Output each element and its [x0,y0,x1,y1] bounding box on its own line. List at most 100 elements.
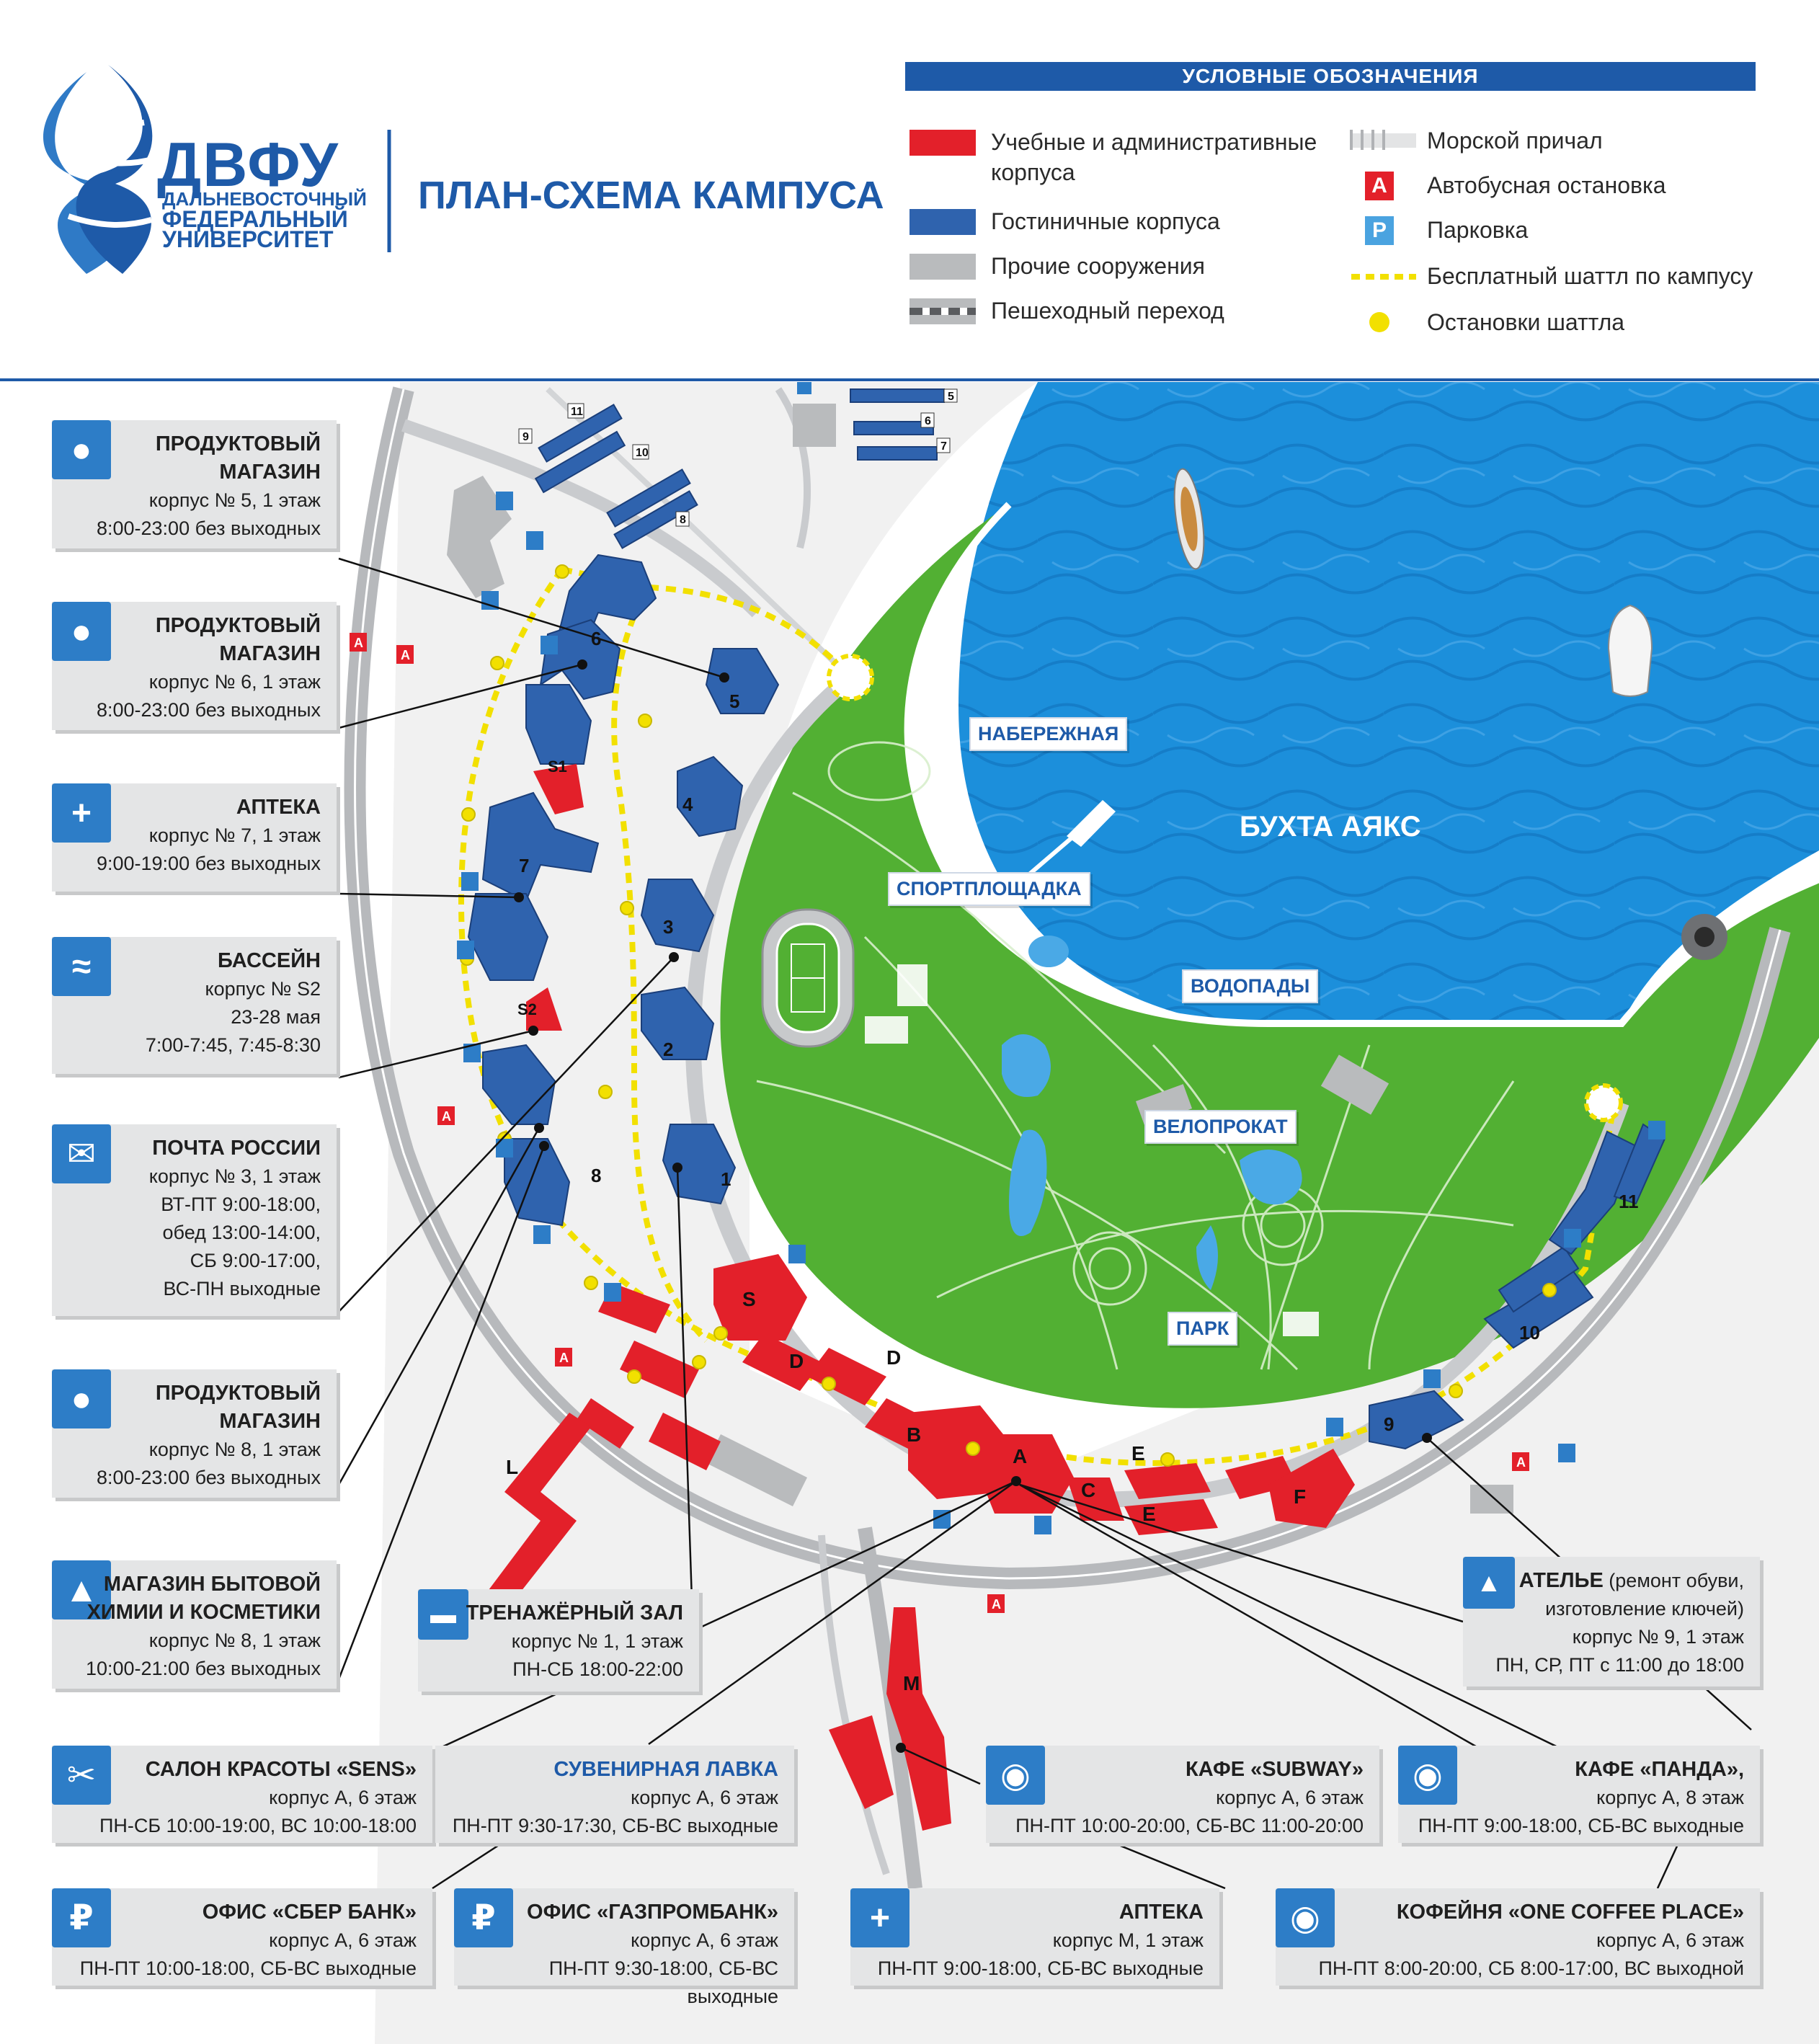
other-structure-2 [706,1434,807,1506]
info-hours: ПН-СБ 10:00-19:00, ВС 10:00-18:00 [99,1815,417,1836]
hotel-3 [640,879,715,953]
info-cafe-panda[interactable]: ◉ КАФЕ «ПАНДА», корпус А, 8 этаж ПН-ПТ 9… [1398,1746,1760,1843]
info-pool[interactable]: ≈ БАССЕЙН корпус № S2 23-28 мая 7:00-7:4… [52,937,337,1074]
svg-text:A: A [559,1351,569,1365]
svg-text:9: 9 [1384,1413,1394,1435]
legend-title: УСЛОВНЫЕ ОБОЗНАЧЕНИЯ [905,62,1756,91]
hotel-north-7 [857,446,938,461]
svg-text:E: E [1142,1503,1156,1525]
info-grocery-building-6[interactable]: ● ПРОДУКТОВЫЙ МАГАЗИН корпус № 6, 1 этаж… [52,602,337,730]
hotel-1 [662,1124,737,1205]
legend-bus-letter: A [1371,174,1387,197]
info-title-note: (ремонт обуви, [1603,1570,1744,1591]
hotel-7 [481,791,600,902]
svg-text:6: 6 [925,415,931,427]
info-office-sberbank[interactable]: ₽ ОФИС «СБЕР БАНК» корпус А, 6 этаж ПН-П… [52,1888,432,1986]
info-household-chemicals-shop[interactable]: ▲ МАГАЗИН БЫТОВОЙ ХИМИИ И КОСМЕТИКИ корп… [52,1560,337,1689]
svg-text:5: 5 [948,391,954,403]
info-post-office[interactable]: ✉ ПОЧТА РОССИИ корпус № 3, 1 этаж ВТ-ПТ … [52,1124,337,1316]
info-grocery-building-5[interactable]: ● ПРОДУКТОВЫЙ МАГАЗИН корпус № 5, 1 этаж… [52,420,337,548]
info-beauty-salon-sens[interactable]: ✂ САЛОН КРАСОТЫ «SENS» корпус А, 6 этаж … [52,1746,432,1843]
logo-abbr: ДВФУ [157,130,339,200]
svg-text:7: 7 [519,855,529,876]
label-sport: СПОРТПЛОЩАДКА [888,872,1090,906]
mail-icon: ✉ [52,1124,111,1183]
info-hours-saturday: СБ 9:00-17:00, [190,1250,321,1271]
info-hours: ПН-ПТ 9:00-18:00, СБ-ВС выходные [1418,1815,1744,1836]
svg-text:5: 5 [729,690,739,712]
logo-line-2: ФЕДЕРАЛЬНЫЙ [162,206,348,232]
info-title: ОФИС «ГАЗПРОМБАНК» [527,1901,778,1924]
svg-text:S1: S1 [548,757,567,776]
info-title-2: ХИМИИ И КОСМЕТИКИ [86,1601,321,1624]
plate-icon: ◉ [986,1746,1045,1805]
park-area [720,505,1819,1408]
info-location: корпус А, 6 этаж [631,1787,778,1808]
info-pharmacy-building-7[interactable]: + АПТЕКА корпус № 7, 1 этаж 9:00-19:00 б… [52,783,337,892]
building-D [742,1333,822,1391]
building-S2 [526,987,562,1031]
info-coffee-one-coffee-place[interactable]: ◉ КОФЕЙНЯ «ONE COFFEE PLACE» корпус А, 6… [1276,1888,1760,1986]
info-location: корпус № S2 [205,978,321,1000]
info-title-2: изготовление ключей) [1545,1598,1744,1619]
hotel-north-10 [606,468,691,528]
info-lunch: обед 13:00-14:00, [162,1222,321,1243]
info-title: ПРОДУКТОВЫЙ [155,432,321,456]
info-title: АПТЕКА [236,796,321,819]
legend-crossing-label: Пешеходный переход [991,298,1224,324]
info-title: СУВЕНИРНАЯ ЛАВКА [553,1758,778,1781]
info-dates: 23-28 мая [231,1006,321,1028]
info-pharmacy-building-m[interactable]: + АПТЕКА корпус М, 1 этаж ПН-ПТ 9:00-18:… [850,1888,1219,1986]
info-hours: ПН-ПТ 10:00-18:00, СБ-ВС выходные [79,1958,417,1979]
info-hours: 8:00-23:00 без выходных [96,699,321,721]
cross-icon: + [850,1888,909,1947]
bottles-icon: ▲ [1463,1557,1515,1609]
legend-edu-line2: корпуса [991,159,1075,185]
info-title: ПОЧТА РОССИИ [152,1137,321,1160]
info-location: корпус № 7, 1 этаж [148,825,321,846]
info-hours-weekdays: ВТ-ПТ 9:00-18:00, [161,1194,321,1215]
svg-text:A: A [442,1109,451,1124]
info-location: корпус № 1, 1 этаж [511,1630,683,1652]
legend-shuttle-stops-label: Остановки шаттла [1427,309,1625,335]
info-location: корпус А, 6 этаж [269,1787,417,1808]
info-atelier[interactable]: ▲ АТЕЛЬЕ (ремонт обуви, изготовление клю… [1463,1557,1760,1687]
legend-edu-line1: Учебные и административные [991,129,1317,155]
info-title-2: МАГАЗИН [219,461,321,484]
svg-text:C: C [1081,1479,1095,1501]
svg-text:11: 11 [1619,1191,1639,1212]
legend-other-label: Прочие сооружения [991,253,1205,279]
legend-parking-icon [1365,216,1394,245]
svg-text:D: D [789,1350,804,1372]
info-location: корпус М, 1 этаж [1052,1929,1204,1951]
info-title: КАФЕ «ПАНДА», [1575,1758,1744,1781]
building-F [1268,1449,1355,1528]
info-grocery-building-8[interactable]: ● ПРОДУКТОВЫЙ МАГАЗИН корпус № 8, 1 этаж… [52,1369,337,1498]
plate-icon: ◉ [1398,1746,1457,1805]
svg-text:A: A [401,648,410,662]
hotel-8 [482,1044,556,1125]
info-cafe-subway[interactable]: ◉ КАФЕ «SUBWAY» корпус А, 6 этаж ПН-ПТ 1… [986,1746,1379,1843]
svg-text:S2: S2 [517,1000,537,1018]
label-park: ПАРК [1168,1312,1238,1346]
info-location: корпус А, 8 этаж [1596,1787,1744,1808]
info-title: САЛОН КРАСОТЫ «SENS» [145,1758,417,1781]
boat-2 [1607,604,1653,697]
apple-icon: ● [52,1369,111,1428]
info-location: корпус № 8, 1 этаж [148,1439,321,1460]
svg-text:A: A [354,636,363,650]
svg-text:B: B [907,1423,921,1446]
page-title: ПЛАН-СХЕМА КАМПУСА [418,174,884,217]
info-office-gazprombank[interactable]: ₽ ОФИС «ГАЗПРОМБАНК» корпус А, 6 этаж ПН… [454,1888,794,2007]
svg-text:9: 9 [522,431,529,443]
info-title-2: МАГАЗИН [219,642,321,665]
info-hours: 8:00-23:00 без выходных [96,1467,321,1488]
svg-text:S: S [742,1288,756,1310]
info-hours: 9:00-19:00 без выходных [96,853,321,874]
edu-letter-labels: S D D B A C E E F L M S1 S2 [506,757,1306,1694]
hotel-2 [641,986,715,1060]
info-hours: 7:00-7:45, 7:45-8:30 [145,1034,321,1056]
info-gym[interactable]: ▬ ТРЕНАЖЁРНЫЙ ЗАЛ корпус № 1, 1 этаж ПН-… [418,1589,699,1692]
info-souvenir-shop[interactable]: СУВЕНИРНАЯ ЛАВКА корпус А, 6 этаж ПН-ПТ … [435,1746,794,1843]
label-ajax-bay: БУХТА АЯКС [1240,811,1421,843]
